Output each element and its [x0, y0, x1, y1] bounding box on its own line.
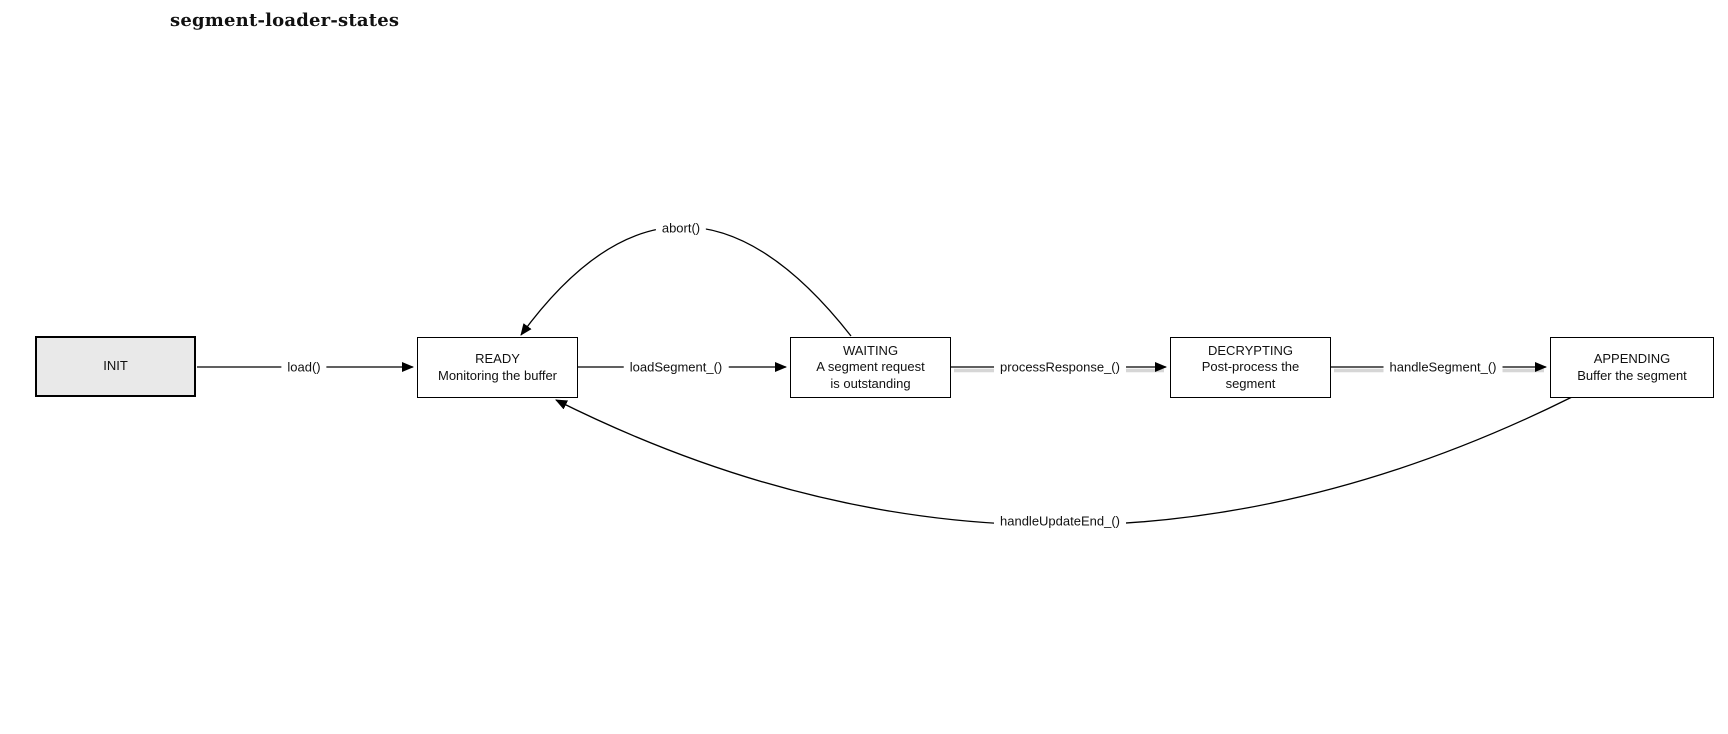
state-desc: Monitoring the buffer: [438, 367, 557, 383]
edge-label-process-response: processResponse_(): [994, 358, 1126, 376]
state-waiting: WAITING A segment request is outstanding: [790, 337, 951, 398]
edge-label-handle-update-end: handleUpdateEnd_(): [994, 512, 1126, 530]
edge-label-handle-segment: handleSegment_(): [1383, 358, 1503, 376]
state-name: INIT: [103, 358, 128, 374]
state-desc: Post-process the: [1201, 359, 1300, 375]
state-desc: A segment request: [816, 359, 925, 375]
state-name: READY: [475, 351, 520, 366]
page-title: segment-loader-states: [170, 10, 400, 31]
state-desc: segment: [1225, 375, 1276, 391]
state-name: WAITING: [842, 342, 899, 358]
edge-label-abort: abort(): [655, 219, 707, 237]
transition-curve-abort: [520, 226, 852, 337]
state-name: APPENDING: [1593, 351, 1671, 366]
state-ready: READY Monitoring the buffer: [417, 337, 578, 398]
edge-label-load: load(): [281, 358, 327, 376]
state-desc: is outstanding: [830, 375, 911, 391]
state-init: INIT: [35, 336, 196, 397]
state-appending: APPENDING Buffer the segment: [1550, 337, 1714, 398]
transition-curve-handle-update-end: [555, 396, 1573, 526]
edge-label-load-segment: loadSegment_(): [623, 358, 729, 376]
state-decrypting: DECRYPTING Post-process the segment: [1170, 337, 1331, 398]
state-desc: Buffer the segment: [1577, 367, 1687, 383]
state-name: DECRYPTING: [1208, 342, 1293, 358]
